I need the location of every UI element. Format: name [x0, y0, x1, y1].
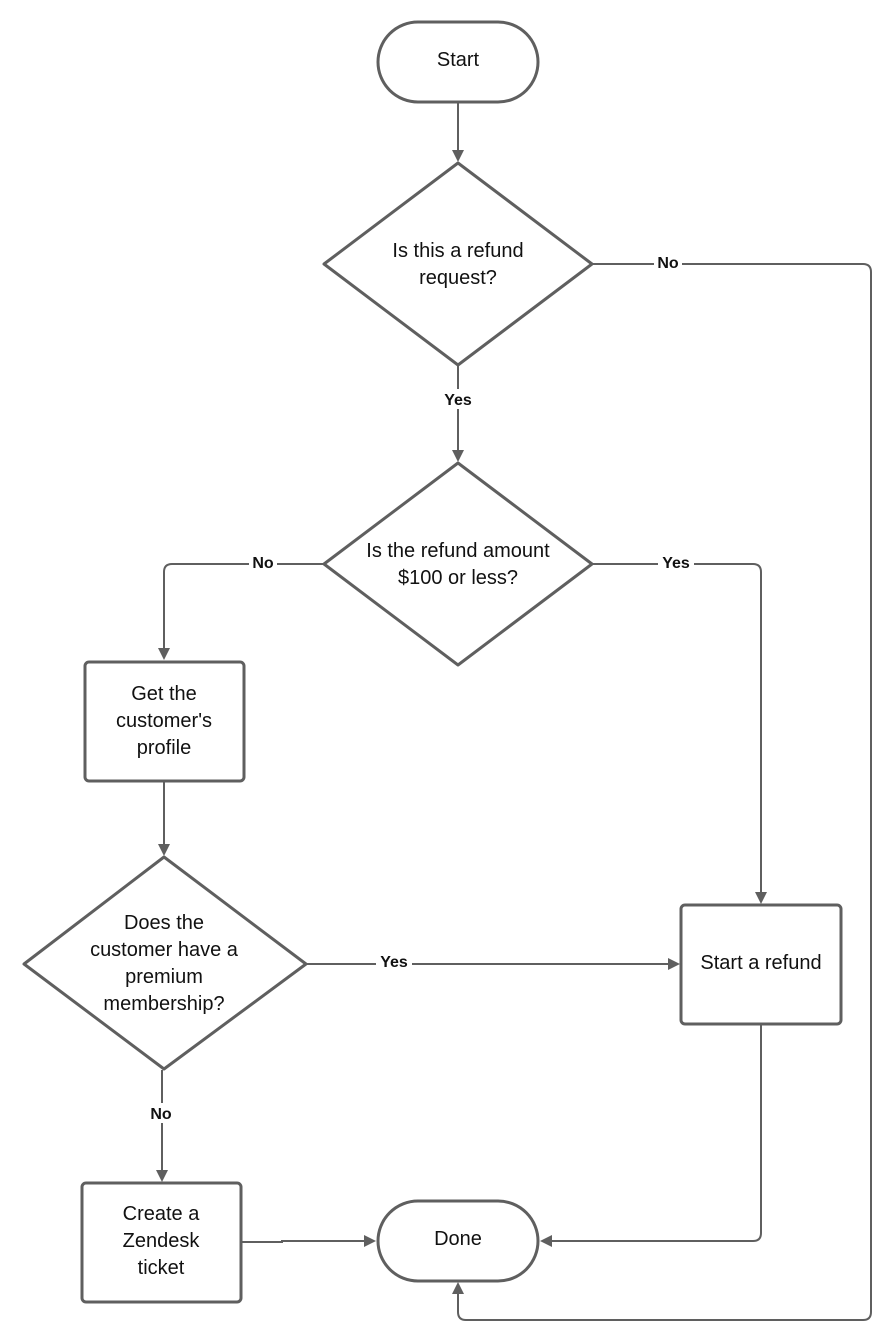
- svg-text:No: No: [657, 255, 679, 272]
- svg-text:Yes: Yes: [444, 392, 472, 409]
- svg-text:No: No: [150, 1106, 172, 1123]
- process-zendesk-ticket-line-1: Create a: [123, 1203, 201, 1225]
- connector-refund-to-done: [540, 1025, 762, 1247]
- process-start-refund: Start a refund: [679, 903, 843, 1026]
- done-node: Done: [376, 1199, 540, 1283]
- connector-refund-amount-no: [158, 563, 323, 660]
- edge-label-refund-amount-no: No: [249, 553, 277, 573]
- process-zendesk-ticket-line-3: ticket: [138, 1257, 185, 1279]
- decision-refund-amount-line-2: $100 or less?: [398, 567, 518, 589]
- connector-refund-amount-yes: [592, 563, 767, 904]
- edge-label-refund-request-yes: Yes: [440, 389, 476, 409]
- edge-label-refund-amount-yes: Yes: [658, 553, 694, 573]
- decision-refund-request-line-1: Is this a refund: [392, 240, 523, 262]
- decision-premium-line-1: Does the: [124, 912, 204, 934]
- decision-premium-line-3: premium: [125, 966, 203, 988]
- svg-text:No: No: [252, 555, 274, 572]
- process-zendesk-ticket-line-2: Zendesk: [123, 1230, 201, 1252]
- done-label: Done: [434, 1228, 482, 1250]
- start-node: Start: [376, 20, 540, 104]
- process-customer-profile-line-2: customer's: [116, 710, 212, 732]
- decision-refund-request: Is this a refund request?: [322, 161, 594, 367]
- process-start-refund-label: Start a refund: [700, 952, 821, 974]
- decision-refund-amount-line-1: Is the refund amount: [366, 540, 550, 562]
- process-zendesk-ticket: Create a Zendesk ticket: [80, 1181, 243, 1304]
- decision-premium-line-2: customer have a: [90, 939, 239, 961]
- connector-ticket-to-done: [242, 1235, 376, 1247]
- decision-refund-request-line-2: request?: [419, 267, 497, 289]
- process-customer-profile-line-3: profile: [137, 737, 191, 759]
- edge-label-refund-request-no: No: [654, 253, 682, 273]
- start-label: Start: [437, 49, 480, 71]
- svg-text:Yes: Yes: [662, 555, 690, 572]
- process-customer-profile-line-1: Get the: [131, 683, 197, 705]
- decision-premium-line-4: membership?: [103, 993, 224, 1015]
- decision-premium-membership: Does the customer have a premium members…: [22, 855, 308, 1071]
- connector-refund-request-no: [452, 263, 872, 1321]
- edge-label-premium-no: No: [146, 1103, 176, 1123]
- decision-refund-amount: Is the refund amount $100 or less?: [322, 461, 594, 667]
- svg-text:Yes: Yes: [380, 954, 408, 971]
- process-customer-profile: Get the customer's profile: [83, 660, 246, 783]
- edge-label-premium-yes: Yes: [376, 951, 412, 971]
